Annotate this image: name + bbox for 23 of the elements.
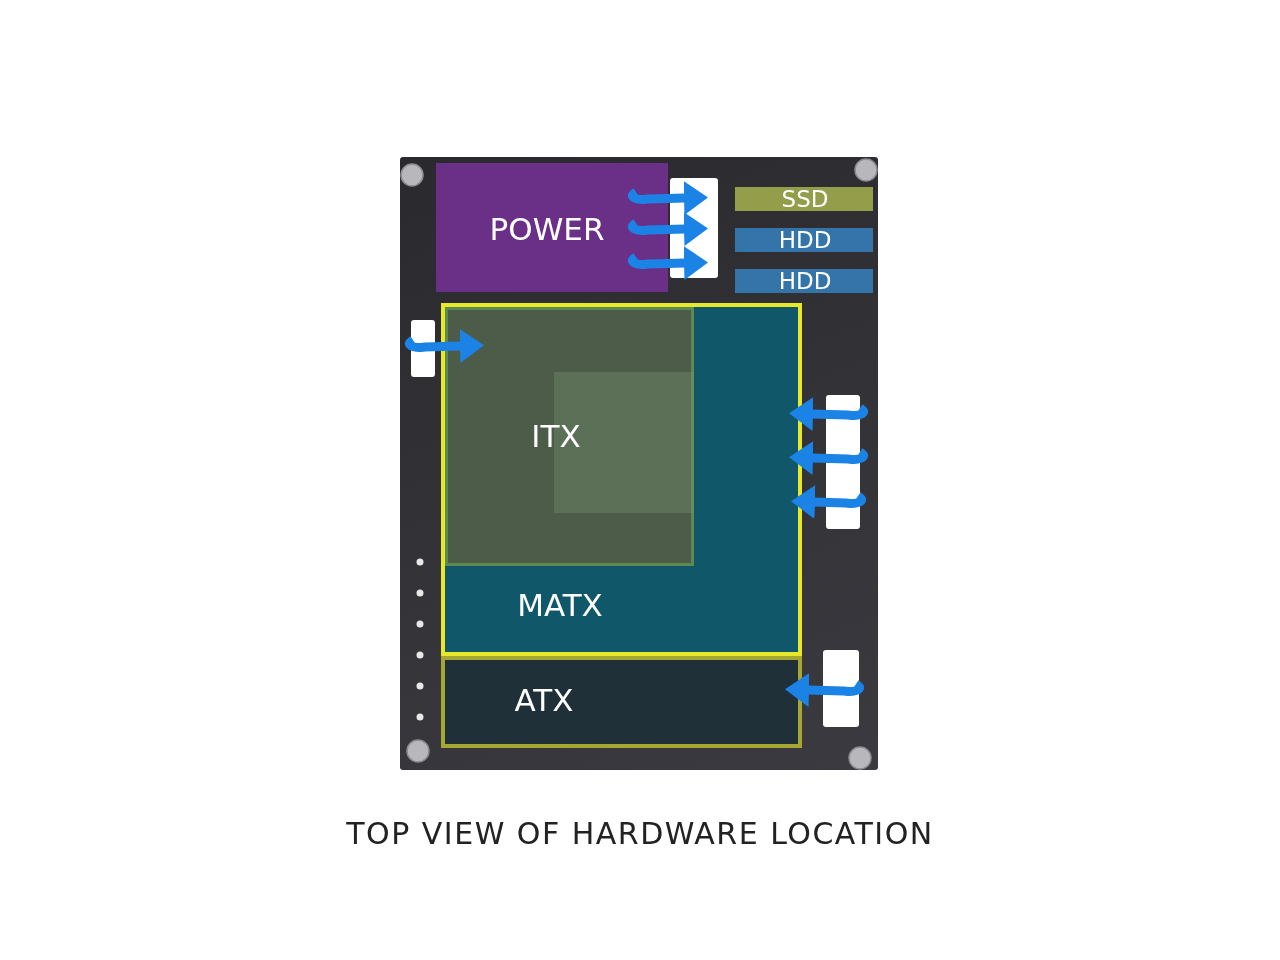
itx-board-area <box>445 307 694 566</box>
airflow-arrow <box>627 212 708 246</box>
airflow-arrow <box>627 246 708 280</box>
area-label: HDD <box>778 269 832 293</box>
area-label: MATX <box>517 589 603 621</box>
airflow-arrow <box>627 181 708 215</box>
hdd-slot <box>735 228 873 252</box>
area-label: HDD <box>778 228 832 252</box>
airflow-arrow <box>789 397 869 431</box>
area-label: ITX <box>531 420 581 452</box>
airflow-arrow <box>791 485 867 519</box>
area-label: SSD <box>781 187 829 211</box>
atx-board-area <box>441 656 802 748</box>
hdd-slot <box>735 269 873 293</box>
airflow-arrow <box>785 673 865 707</box>
airflow-arrow <box>789 441 869 475</box>
area-label: ATX <box>514 684 574 716</box>
case-plate <box>400 157 878 770</box>
ssd-slot <box>735 187 873 211</box>
power-supply-area <box>436 163 668 292</box>
matx-board-area <box>441 303 802 656</box>
caption: TOP VIEW OF HARDWARE LOCATION <box>346 816 934 851</box>
area-label: POWER <box>489 213 605 245</box>
